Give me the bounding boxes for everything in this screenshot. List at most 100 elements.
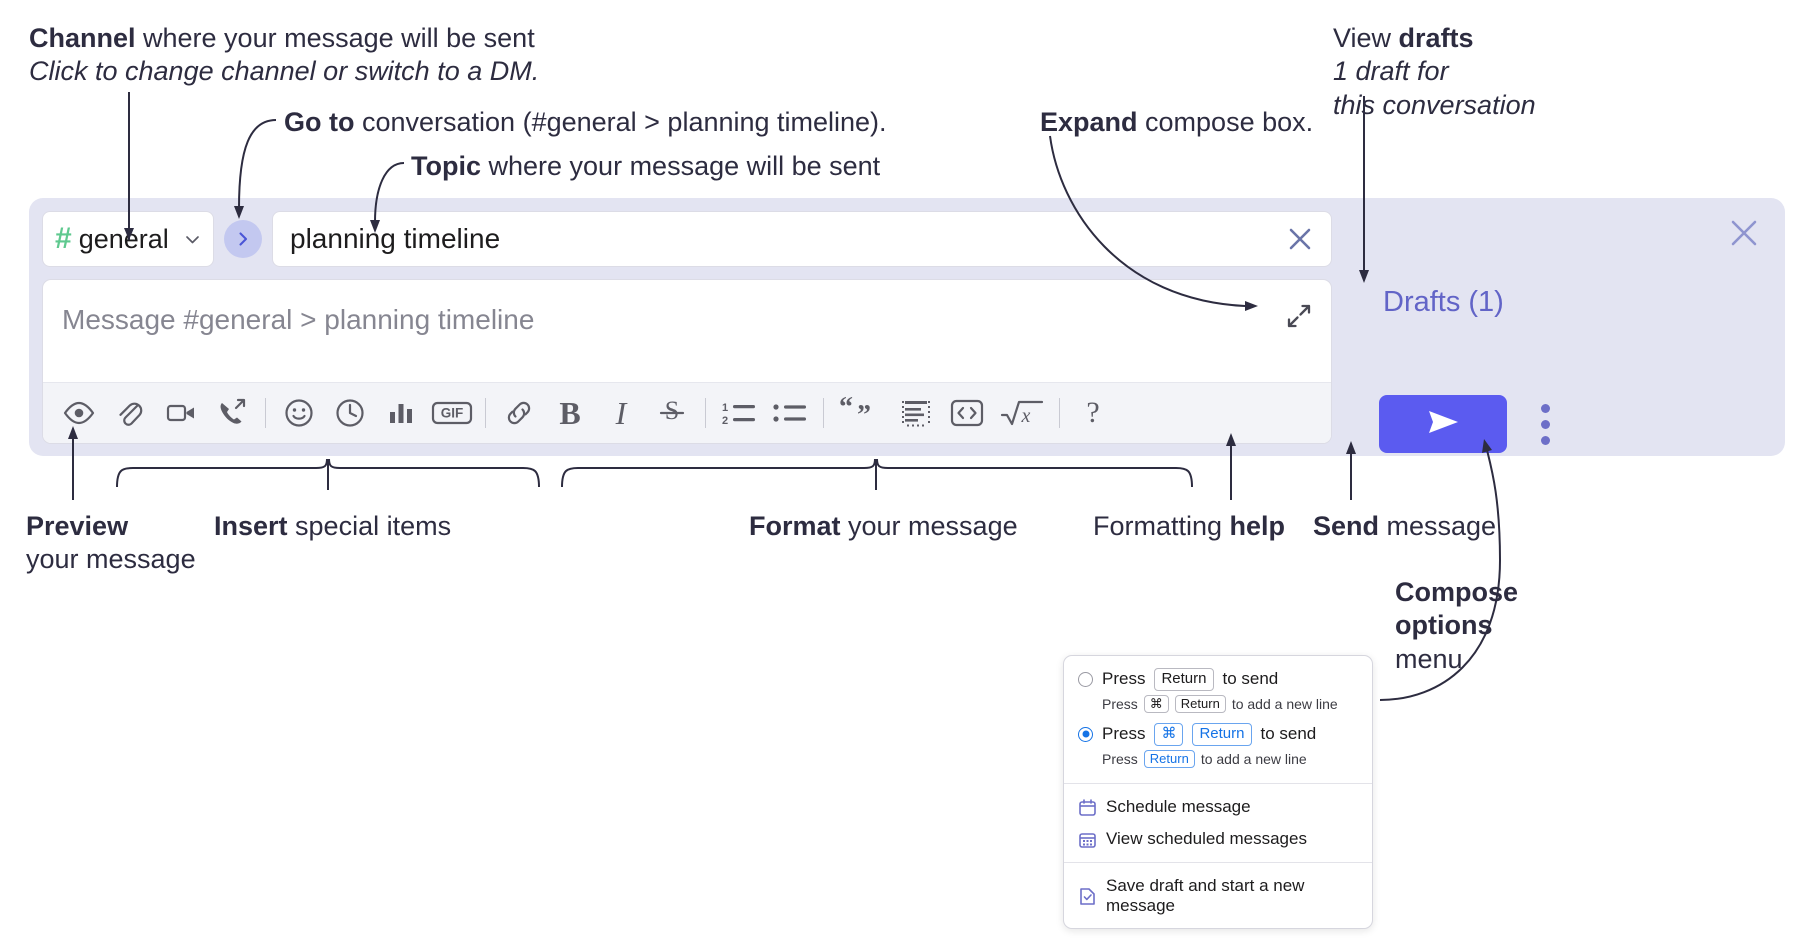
italic-icon[interactable]: I — [599, 391, 643, 435]
annotation-insert-bold: Insert — [214, 511, 288, 541]
toolbar-divider-3 — [705, 398, 706, 428]
goto-conversation-button[interactable] — [224, 220, 262, 258]
kebab-dot — [1540, 435, 1550, 445]
menu-item-label: View scheduled messages — [1106, 829, 1307, 848]
annotation-expand-bold: Expand — [1040, 107, 1138, 137]
clock-icon[interactable] — [328, 391, 372, 435]
help-label: ? — [1086, 396, 1100, 429]
annotation-compose-line2: options — [1395, 610, 1493, 641]
toolbar-divider-4 — [823, 398, 824, 428]
annotation-compose-line3: menu — [1395, 643, 1463, 674]
hash-icon: # — [55, 222, 72, 255]
menu-option-return-to-send[interactable]: Press Return to send — [1064, 666, 1372, 691]
annotation-drafts-sub1: 1 draft for — [1333, 56, 1449, 87]
compose-widget: # general planning timeline — [29, 198, 1785, 456]
italic-label: I — [615, 394, 627, 431]
annotation-channel-rest: where your message will be sent — [135, 23, 535, 53]
key-return: Return — [1174, 694, 1226, 713]
menu-item-view-scheduled-messages[interactable]: View scheduled messages — [1064, 823, 1372, 855]
toolbar-divider-2 — [485, 398, 486, 428]
annotation-topic-rest: where your message will be sent — [481, 151, 881, 181]
annotation-preview-line2: your message — [26, 544, 196, 575]
svg-text:GIF: GIF — [441, 406, 464, 421]
annotation-drafts-bold: drafts — [1398, 23, 1474, 53]
annotation-drafts-sub2: this conversation — [1333, 89, 1536, 120]
menu-option-cmd-return-sub: Press Return to add a new line — [1064, 746, 1372, 776]
bold-icon[interactable]: B — [548, 391, 592, 435]
code-icon[interactable] — [945, 391, 989, 435]
radio-button[interactable] — [1078, 671, 1093, 687]
emoji-icon[interactable] — [277, 391, 321, 435]
audio-call-icon[interactable] — [210, 391, 254, 435]
gif-icon[interactable]: GIF — [430, 391, 474, 435]
expand-icon[interactable] — [1284, 301, 1314, 331]
video-icon[interactable] — [159, 391, 203, 435]
menu-item-label: Save draft and start a new message — [1106, 876, 1305, 915]
key-return: Return — [1143, 749, 1195, 768]
annotation-expand: Expand compose box. — [1040, 106, 1313, 139]
compose-right-pane: Drafts (1) — [1335, 198, 1785, 456]
message-input-box[interactable]: Message #general > planning timeline — [42, 279, 1332, 444]
calendar-grid-icon — [1078, 830, 1097, 849]
annotation-send-bold: Send — [1313, 511, 1380, 541]
message-placeholder: Message #general > planning timeline — [62, 304, 535, 335]
annotation-goto-rest: conversation (#general > planning timeli… — [354, 107, 887, 137]
sub-action-label: to add a new line — [1231, 695, 1338, 712]
save-draft-icon — [1078, 887, 1097, 906]
preview-icon[interactable] — [57, 391, 101, 435]
code-block-icon[interactable] — [894, 391, 938, 435]
annotation-insert: Insert special items — [214, 510, 451, 543]
annotation-compose-options: Compose options menu — [1395, 576, 1518, 676]
send-icon — [1420, 404, 1466, 445]
svg-text:2: 2 — [722, 415, 728, 427]
kebab-dot — [1540, 403, 1550, 413]
attachment-icon[interactable] — [108, 391, 152, 435]
annotation-expand-rest: compose box. — [1137, 107, 1314, 137]
channel-name: general — [78, 223, 169, 254]
annotation-preview-bold: Preview — [26, 511, 129, 541]
chevron-right-icon — [234, 230, 252, 248]
svg-text:”: ” — [857, 400, 871, 430]
menu-option-return-sub: Press ⌘ Return to add a new line — [1064, 691, 1372, 721]
toolbar-divider-5 — [1059, 398, 1060, 428]
option-action-label: to send — [1222, 669, 1279, 689]
drafts-link[interactable]: Drafts (1) — [1383, 286, 1504, 318]
math-icon[interactable]: x — [996, 391, 1048, 435]
svg-text:“: “ — [839, 396, 853, 423]
calendar-schedule-icon — [1078, 798, 1097, 817]
annotation-preview: Preview your message — [26, 510, 196, 577]
close-icon[interactable] — [1727, 216, 1761, 250]
topic-field[interactable]: planning timeline — [272, 211, 1332, 267]
link-icon[interactable] — [497, 391, 541, 435]
close-icon[interactable] — [1283, 222, 1317, 256]
bold-label: B — [559, 394, 581, 431]
key-return: Return — [1154, 668, 1214, 691]
key-return: Return — [1192, 723, 1252, 746]
menu-item-schedule-message[interactable]: Schedule message — [1064, 791, 1372, 823]
annotation-channel-sub: Click to change channel or switch to a D… — [29, 56, 540, 87]
annotation-send: Send message — [1313, 510, 1496, 543]
menu-item-save-draft[interactable]: Save draft and start a new message — [1064, 870, 1372, 922]
kebab-menu-icon[interactable] — [1531, 398, 1559, 450]
compose-header-row: # general planning timeline — [42, 210, 1332, 268]
annotation-channel-bold: Channel — [29, 23, 136, 53]
topic-value: planning timeline — [290, 223, 501, 254]
help-icon[interactable]: ? — [1071, 391, 1115, 435]
strikethrough-icon[interactable]: S — [650, 391, 694, 435]
menu-option-cmd-return-to-send[interactable]: Press ⌘ Return to send — [1064, 721, 1372, 746]
toolbar-divider-1 — [265, 398, 266, 428]
blockquote-icon[interactable]: “” — [835, 391, 887, 435]
annotation-insert-rest: special items — [287, 511, 452, 541]
option-action-label: to send — [1260, 724, 1317, 744]
svg-text:1: 1 — [722, 402, 728, 414]
poll-icon[interactable] — [379, 391, 423, 435]
bulleted-list-icon[interactable] — [768, 391, 812, 435]
radio-button-selected[interactable] — [1078, 726, 1093, 742]
annotation-format: Format your message — [749, 510, 1018, 543]
svg-text:S: S — [665, 396, 679, 425]
annotation-channel: Channel where your message will be sent … — [29, 22, 539, 89]
send-button[interactable] — [1379, 395, 1507, 453]
channel-picker[interactable]: # general — [42, 211, 214, 267]
